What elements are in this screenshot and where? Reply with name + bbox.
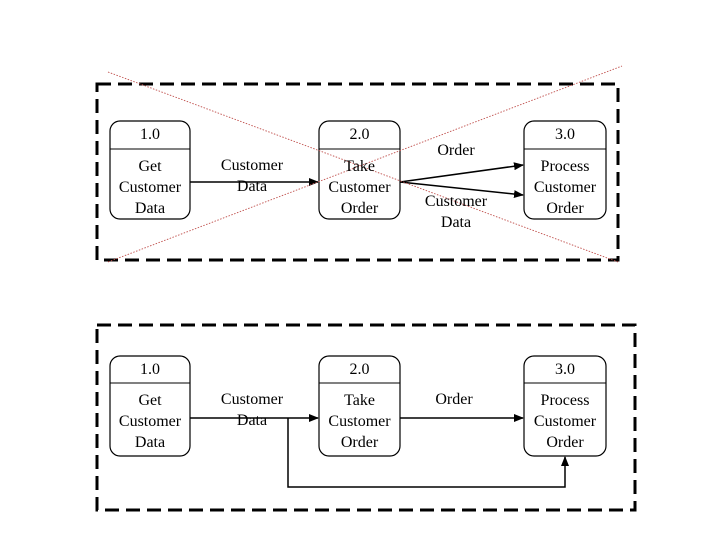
- top-panel-boundary: [95, 82, 620, 262]
- top-process-2-number: 2.0: [349, 126, 370, 143]
- bottom-process-2-number: 2.0: [349, 361, 370, 378]
- bottom-process-1-name: Get Customer Data: [118, 392, 182, 451]
- top-process-2-name: Take Customer Order: [328, 158, 391, 217]
- top-process-1-name: Get Customer Data: [118, 158, 182, 217]
- bottom-process-2: [318, 355, 401, 457]
- bottom-process-1: [109, 355, 191, 457]
- bottom-flow-arrow-1-to-3-bypass: [287, 418, 569, 488]
- bottom-flow-label-customer-data: Customer Data: [220, 391, 284, 429]
- bottom-process-3-name: Process Customer Order: [533, 392, 597, 451]
- bottom-process-2-name: Take Customer Order: [328, 392, 391, 451]
- top-flow-arrow-2-to-3: [399, 162, 524, 183]
- top-flow-label-customer-data-1: Customer Data: [220, 157, 284, 195]
- top-process-2: [318, 120, 401, 220]
- top-flow-label-customer-data-2: Customer Data: [424, 193, 488, 231]
- bottom-panel-boundary: [95, 323, 637, 512]
- bottom-process-3: [523, 355, 607, 457]
- bottom-process-3-number: 3.0: [555, 361, 575, 378]
- bottom-flow-label-order: Order: [435, 391, 473, 408]
- cross-line-1: [107, 71, 619, 263]
- top-process-3-name: Process Customer Order: [533, 158, 597, 217]
- bottom-process-1-number: 1.0: [140, 361, 160, 378]
- top-process-1: [109, 120, 191, 220]
- top-process-3-number: 3.0: [555, 126, 575, 143]
- top-flow-arrow-2-to-3-b: [399, 181, 524, 199]
- top-process-3: [523, 120, 607, 220]
- top-process-1-number: 1.0: [140, 126, 160, 143]
- top-flow-label-order: Order: [437, 142, 475, 159]
